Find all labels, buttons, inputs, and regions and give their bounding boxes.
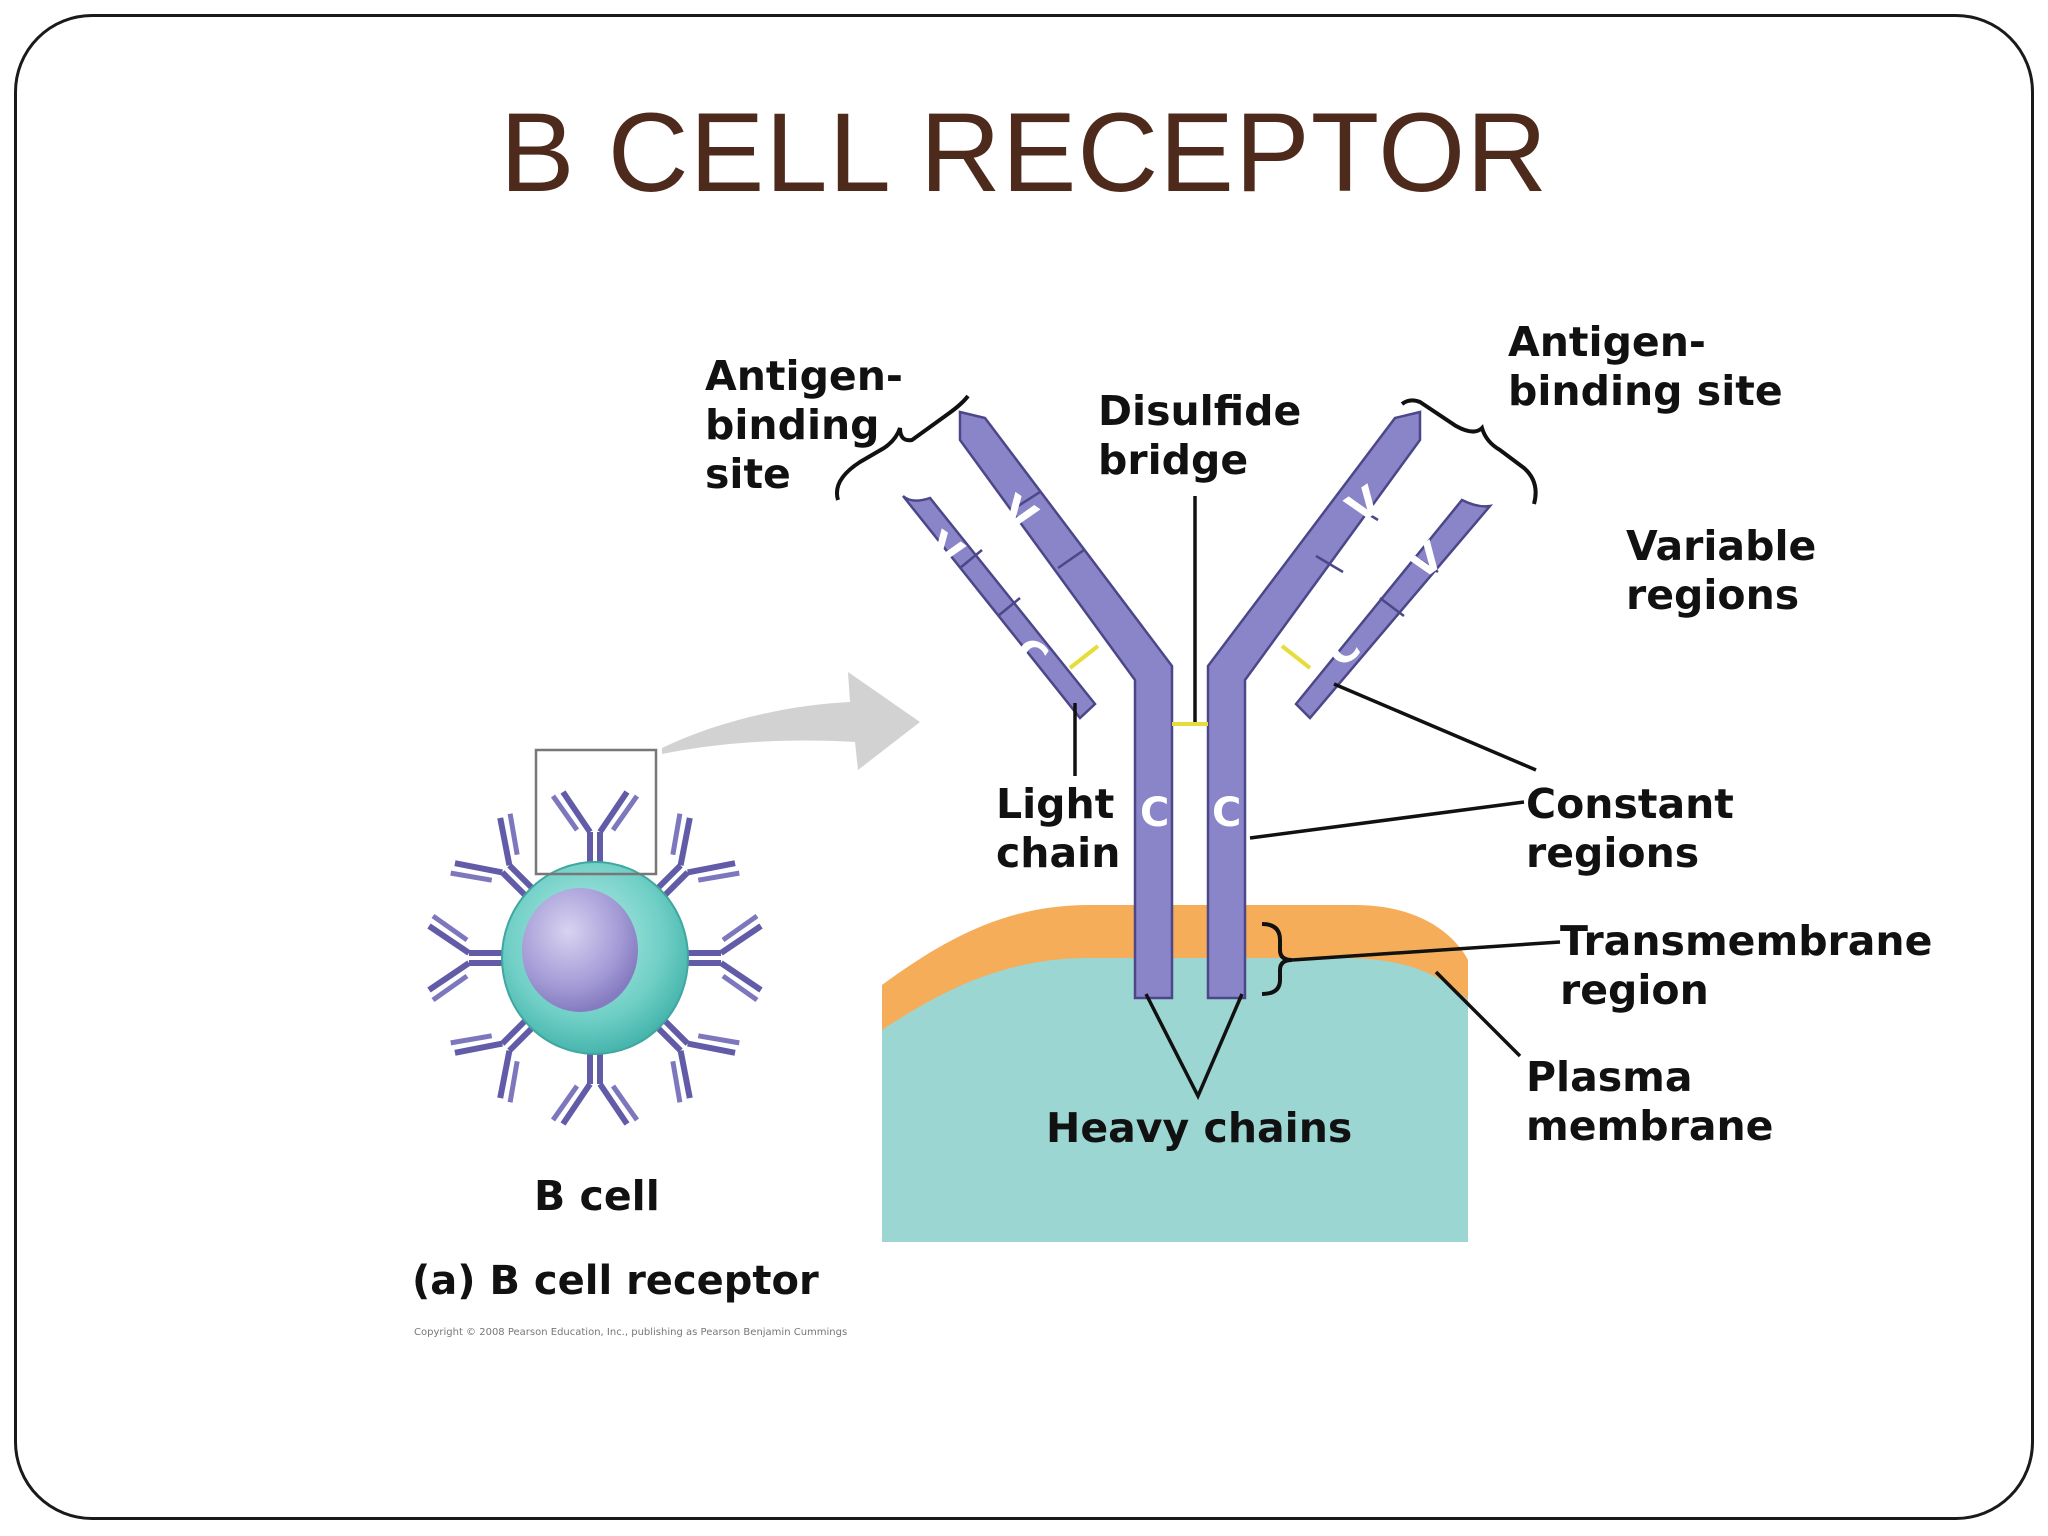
antigen-binding-site-left-label: Antigen- binding site: [705, 352, 903, 498]
zoom-arrow: [662, 672, 920, 770]
slide-frame: [14, 14, 2034, 1520]
constant-regions-label: Constant regions: [1526, 780, 1734, 877]
leader-lines: [1073, 496, 1561, 1101]
cytoplasm: [882, 958, 1468, 1242]
copyright-notice: Copyright © 2008 Pearson Education, Inc.…: [414, 1327, 848, 1338]
receptor-antibody: V V C V V C C C: [902, 410, 1494, 1000]
plasma-membrane-label: Plasma membrane: [1526, 1053, 1774, 1150]
b-cell-illustration: [429, 748, 761, 1124]
heavy-chains-label: Heavy chains: [1046, 1104, 1353, 1152]
antigen-binding-brace-left: [835, 394, 970, 501]
constant-letter-heavy-left: C: [1140, 790, 1169, 836]
disulfide-bridge-label: Disulfide bridge: [1098, 387, 1302, 484]
disulfide-bridges: [1068, 644, 1312, 726]
heavy-chain-left: [958, 410, 1174, 1000]
heavy-chain-right: [1206, 410, 1422, 1000]
b-cell-label: B cell: [534, 1172, 660, 1220]
domain-dividers: [959, 490, 1439, 617]
light-chain-left: [902, 495, 1097, 720]
figure-caption: (a) B cell receptor: [412, 1258, 819, 1304]
zoom-box: [534, 748, 658, 876]
transmembrane-region-label: Transmembrane region: [1560, 917, 1933, 1014]
variable-regions-label: Variable regions: [1626, 522, 1817, 619]
constant-letter-heavy-right: C: [1212, 790, 1241, 836]
light-chain-label: Light chain: [996, 780, 1121, 877]
antigen-binding-brace-right: [1400, 398, 1538, 505]
nucleus: [522, 888, 638, 1012]
antigen-binding-site-right-label: Antigen- binding site: [1508, 318, 1783, 415]
page-title: B CELL RECEPTOR: [499, 90, 1549, 215]
